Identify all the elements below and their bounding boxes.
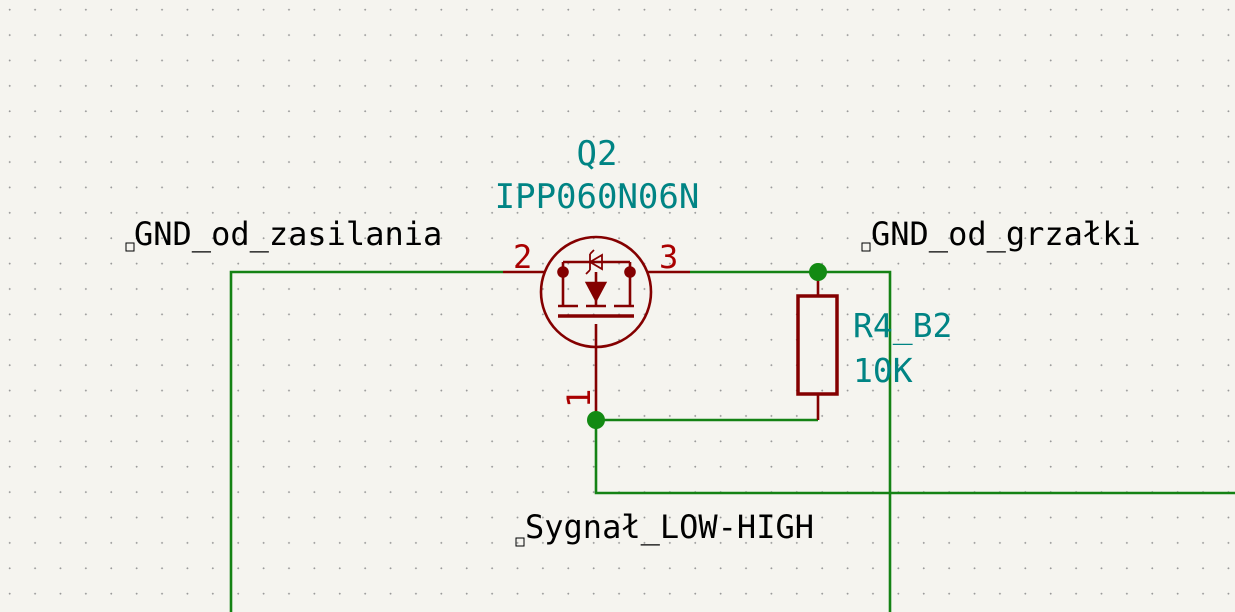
- mosfet-body-circle: [539, 235, 653, 349]
- net-label-gnd-grzalki[interactable]: GND_od_grzałki: [871, 215, 1141, 253]
- mosfet-value: IPP060N06N: [495, 177, 700, 217]
- resistor-r4-symbol[interactable]: [796, 272, 839, 420]
- wire-signal[interactable]: [594, 420, 1235, 495]
- net-label-anchors: [125, 242, 871, 547]
- channel-arrow-icon: [584, 281, 608, 303]
- junctions: [587, 263, 827, 429]
- net-label-gnd-zasilania[interactable]: GND_od_zasilania: [134, 215, 442, 253]
- pin-number-gate: 1: [560, 389, 598, 408]
- body-diode-cathode-tick: [585, 269, 591, 275]
- symbol-dot: [557, 266, 569, 278]
- junction-dot: [587, 411, 605, 429]
- net-anchor-icon: [125, 242, 135, 252]
- net-label-sygnal[interactable]: Sygnał_LOW-HIGH: [525, 508, 814, 546]
- wire-gnd-zasilania[interactable]: [229, 270, 503, 612]
- pin-number-drain: 3: [659, 238, 678, 276]
- junction-dot: [809, 263, 827, 281]
- mosfet-reference: Q2: [577, 134, 618, 174]
- wires: [229, 270, 1235, 612]
- net-anchor-icon: [515, 537, 525, 547]
- wire-gnd-grzalki[interactable]: [690, 270, 892, 612]
- resistor-reference: R4_B2: [853, 306, 952, 346]
- pin-number-source: 2: [513, 238, 532, 276]
- net-anchor-icon: [861, 242, 871, 252]
- mosfet-q2-symbol[interactable]: [503, 235, 690, 420]
- body-diode-icon: [588, 253, 603, 271]
- body-diode-cathode-tick: [589, 249, 595, 255]
- resistor-value: 10K: [853, 351, 913, 390]
- symbol-dot: [624, 266, 636, 278]
- resistor-body: [796, 294, 839, 396]
